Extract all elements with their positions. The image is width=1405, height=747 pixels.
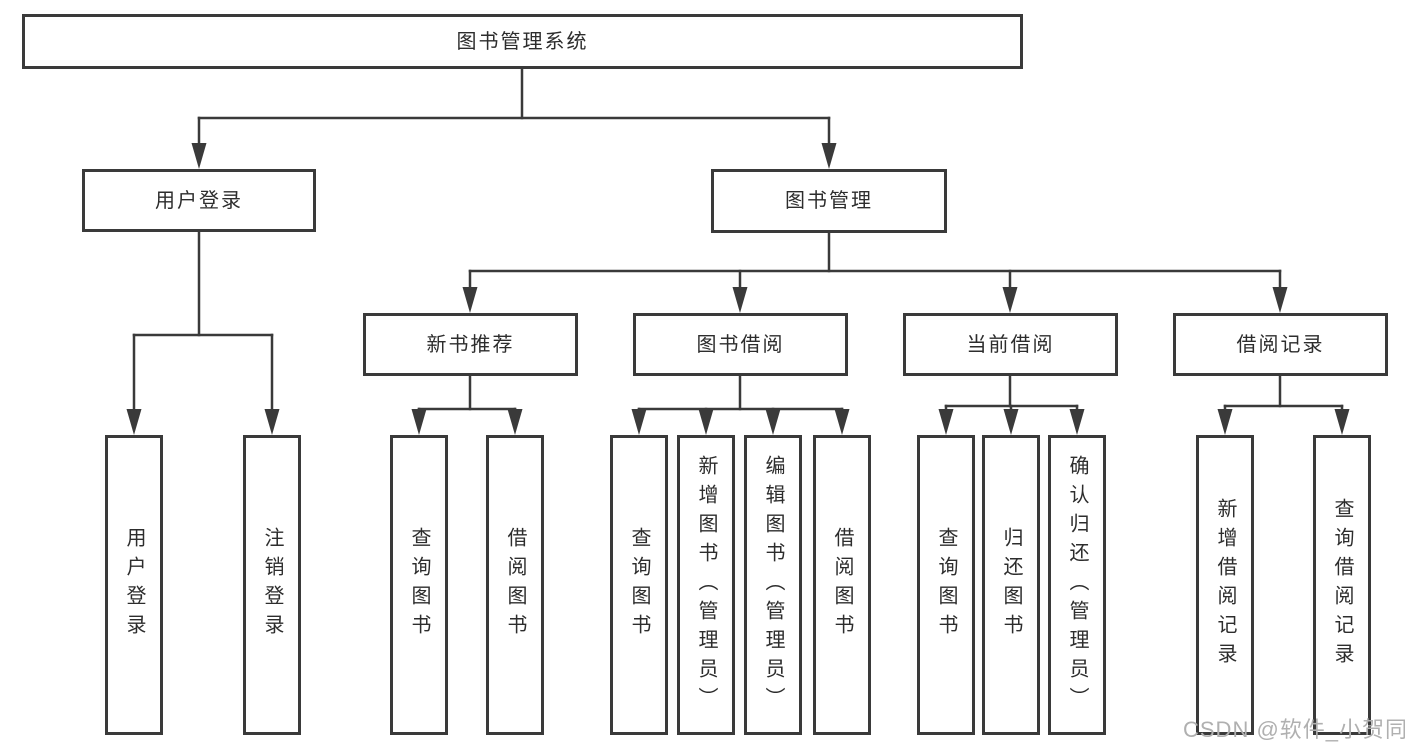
node-label: 新增图书（管理员） <box>695 454 717 716</box>
node-book-management: 图书管理 <box>711 169 947 233</box>
leaf-logout: 注销登录 <box>243 435 301 735</box>
node-user-login: 用户登录 <box>82 169 316 232</box>
node-label: 编辑图书（管理员） <box>762 454 784 716</box>
node-label: 查询图书 <box>408 527 430 643</box>
node-label: 借阅图书 <box>831 527 853 643</box>
node-label: 查询图书 <box>628 527 650 643</box>
leaf-borrow-borrow-books: 借阅图书 <box>813 435 871 735</box>
node-new-book-recommendation: 新书推荐 <box>363 313 578 376</box>
node-label: 图书管理系统 <box>456 30 589 53</box>
node-label: 借阅图书 <box>504 527 526 643</box>
node-label: 借阅记录 <box>1236 333 1325 356</box>
leaf-current-confirm-return-admin: 确认归还（管理员） <box>1048 435 1106 735</box>
node-book-borrowing: 图书借阅 <box>633 313 848 376</box>
node-label: 用户登录 <box>123 527 145 643</box>
node-label: 图书管理 <box>785 190 873 212</box>
leaf-records-add-record: 新增借阅记录 <box>1196 435 1254 735</box>
node-label: 当前借阅 <box>966 333 1055 356</box>
leaf-current-return-books: 归还图书 <box>982 435 1040 735</box>
node-label: 归还图书 <box>1000 527 1022 643</box>
node-label: 用户登录 <box>155 189 243 212</box>
leaf-recommend-query-books: 查询图书 <box>390 435 448 735</box>
leaf-borrow-add-books-admin: 新增图书（管理员） <box>677 435 735 735</box>
leaf-user-login: 用户登录 <box>105 435 163 735</box>
leaf-recommend-borrow-books: 借阅图书 <box>486 435 544 735</box>
leaf-borrow-edit-books-admin: 编辑图书（管理员） <box>744 435 802 735</box>
node-label: 注销登录 <box>261 527 283 643</box>
node-label: 图书借阅 <box>696 333 785 356</box>
leaf-borrow-query-books: 查询图书 <box>610 435 668 735</box>
node-current-borrowing: 当前借阅 <box>903 313 1118 376</box>
node-library-management-system: 图书管理系统 <box>22 14 1023 69</box>
node-label: 查询图书 <box>935 527 957 643</box>
node-label: 新书推荐 <box>426 333 515 356</box>
node-label: 确认归还（管理员） <box>1066 454 1088 716</box>
node-label: 查询借阅记录 <box>1331 498 1353 672</box>
leaf-current-query-books: 查询图书 <box>917 435 975 735</box>
csdn-watermark: CSDN @软件_小贺同学 <box>1183 717 1405 742</box>
node-borrowing-records: 借阅记录 <box>1173 313 1388 376</box>
node-label: 新增借阅记录 <box>1214 498 1236 672</box>
leaf-records-query-record: 查询借阅记录 <box>1313 435 1371 735</box>
